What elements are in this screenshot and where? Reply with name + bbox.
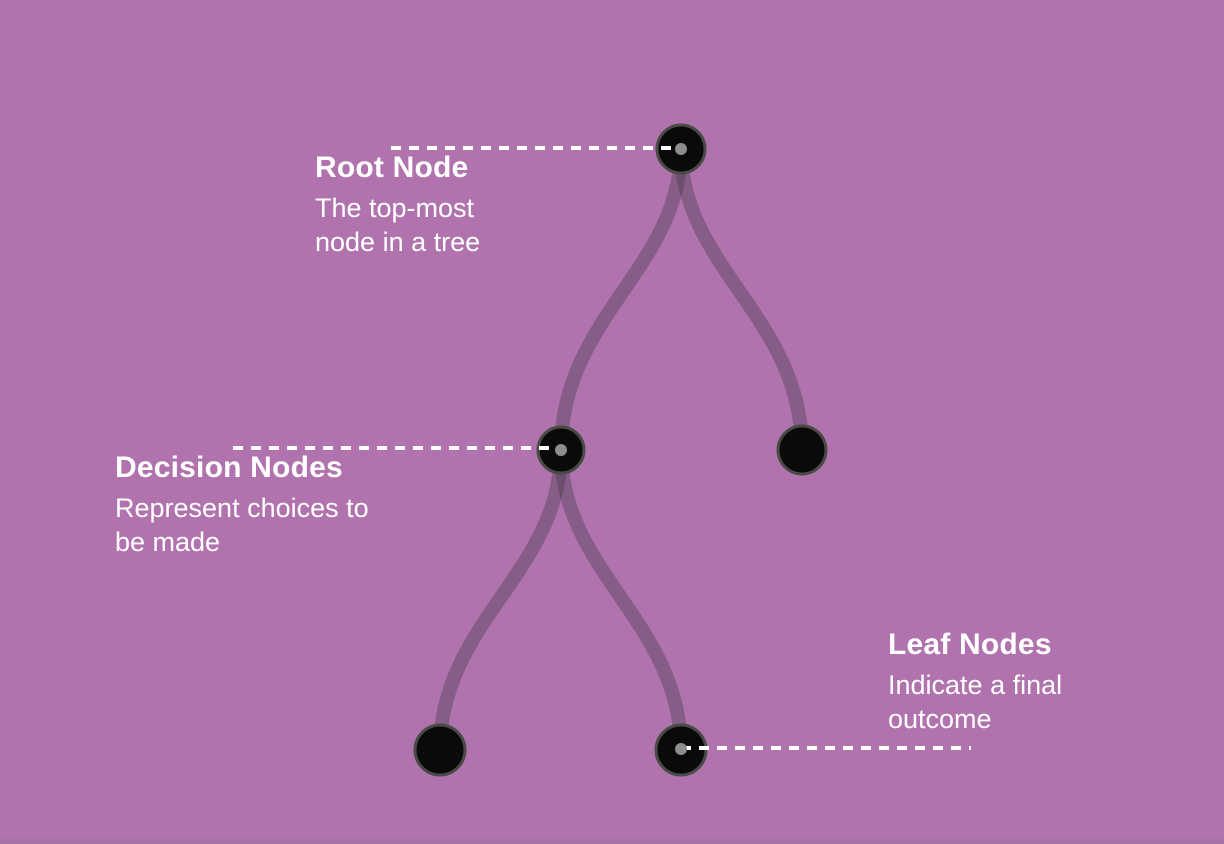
branch-root-to-decision-right	[674, 149, 809, 451]
pointer-dots	[555, 143, 687, 755]
bottom-edge-strip	[0, 839, 1224, 844]
branch-decision-to-leaf-center	[554, 449, 688, 751]
decision-node-right-circle	[776, 424, 828, 476]
root-node-description-line1: The top-most	[315, 193, 475, 223]
leaf-nodes-description-line1: Indicate a final	[888, 670, 1063, 700]
leaf-nodes-title: Leaf Nodes	[888, 628, 1052, 661]
root-node-annotation: Root Node The top-most node in a tree	[315, 150, 480, 259]
branches	[433, 149, 809, 751]
leaf-node-left-circle	[413, 723, 467, 777]
decision-nodes-description-line2: be made	[115, 527, 221, 557]
branch-decision-to-leaf-left	[433, 449, 568, 751]
leaf-nodes-annotation: Leaf Nodes Indicate a final outcome	[888, 627, 1062, 736]
root-pointer-dot	[675, 143, 687, 155]
decision-nodes-description-line1: Represent choices to	[115, 493, 369, 523]
branch-root-to-decision-left	[554, 149, 688, 451]
decision-pointer-dot	[555, 444, 567, 456]
leaf-pointer-dot	[675, 743, 687, 755]
root-node-title: Root Node	[315, 151, 469, 184]
decision-nodes-annotation: Decision Nodes Represent choices to be m…	[115, 450, 369, 559]
nodes	[413, 123, 828, 777]
decision-nodes-title: Decision Nodes	[115, 451, 343, 484]
callout-lines	[233, 146, 971, 750]
leaf-nodes-description-line2: outcome	[888, 704, 992, 734]
root-node-description-line2: node in a tree	[315, 227, 481, 257]
